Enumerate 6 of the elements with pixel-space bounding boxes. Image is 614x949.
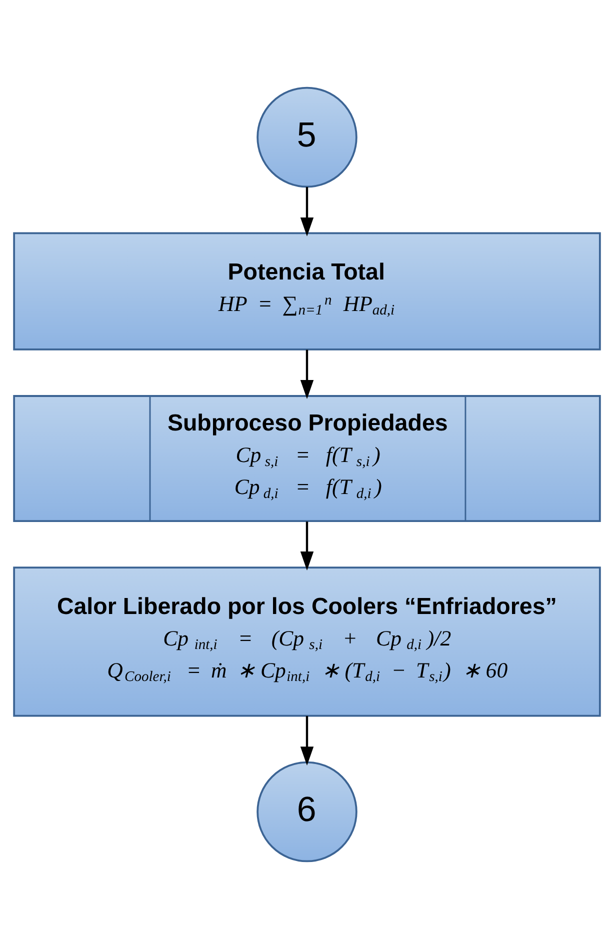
arrow [300, 522, 314, 570]
node-circle: 5 [256, 86, 358, 188]
arrow [300, 350, 314, 399]
arrow [300, 716, 314, 766]
arrow [300, 186, 314, 236]
node-circle: 6 [256, 761, 358, 862]
